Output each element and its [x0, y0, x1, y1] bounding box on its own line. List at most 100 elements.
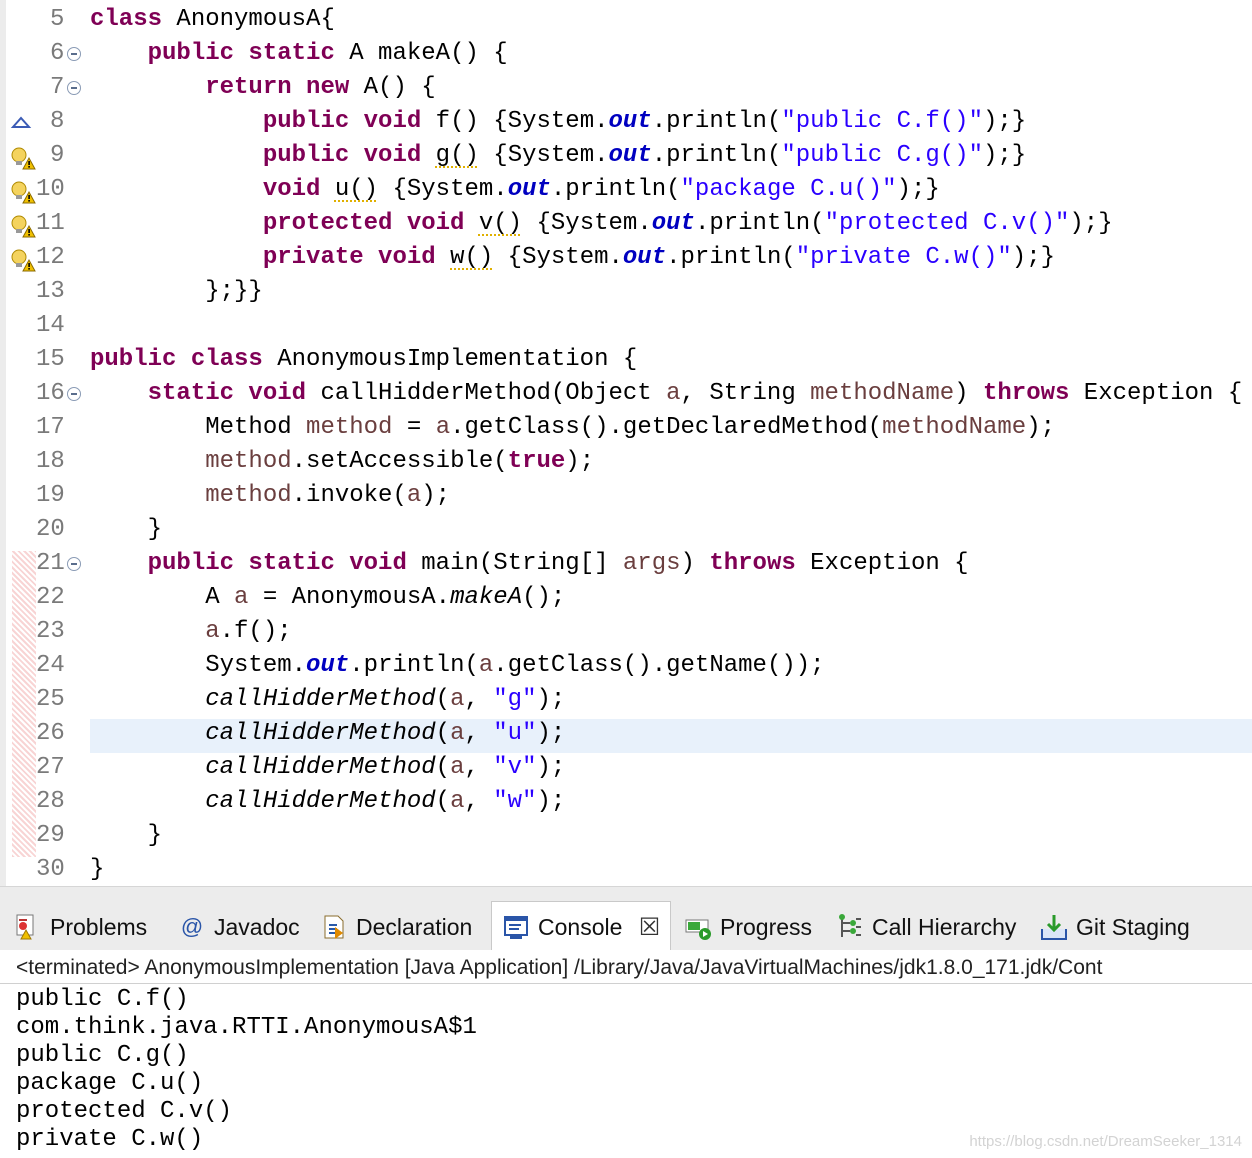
code-text[interactable]: a.f(); — [205, 618, 292, 645]
code-line[interactable]: 12 private void w() {System.out.println(… — [0, 241, 1252, 275]
code-text[interactable]: return new A() { — [205, 74, 436, 101]
console-line: private C.w() — [16, 1126, 204, 1153]
console-output[interactable]: public C.f() com.think.java.RTTI.Anonymo… — [0, 985, 1252, 1158]
line-number: 28 — [36, 788, 65, 815]
error-marker-strip — [12, 551, 36, 857]
tab-label: Progress — [720, 914, 813, 940]
tab-problems[interactable]: Problems — [14, 907, 147, 947]
code-text[interactable]: callHidderMethod(a, "u"); — [205, 720, 566, 747]
code-line[interactable]: 7 return new A() { — [0, 71, 1252, 105]
code-line[interactable]: 21 public static void main(String[] args… — [0, 547, 1252, 581]
close-icon[interactable]: ☒ — [638, 914, 661, 941]
code-text[interactable]: callHidderMethod(a, "w"); — [205, 788, 566, 815]
tab-git-staging[interactable]: Git Staging — [1040, 907, 1190, 947]
warning-bulb-icon[interactable] — [10, 180, 36, 204]
code-line[interactable]: 9 public void g() {System.out.println("p… — [0, 139, 1252, 173]
code-text[interactable]: } — [90, 516, 163, 543]
line-number: 9 — [50, 142, 65, 169]
code-line[interactable]: 6 public static A makeA() { — [0, 37, 1252, 71]
git-staging-icon — [1041, 914, 1067, 940]
tab-progress[interactable]: Progress — [684, 907, 812, 947]
tab-label: Console — [538, 914, 623, 940]
code-line[interactable]: 30} — [0, 853, 1252, 886]
call-hierarchy-icon — [839, 913, 861, 937]
fold-collapse-icon[interactable] — [67, 81, 81, 95]
fold-collapse-icon[interactable] — [67, 387, 81, 401]
declaration-icon — [324, 915, 344, 939]
console-line: public C.g() — [16, 1042, 189, 1069]
line-number: 13 — [36, 278, 65, 305]
code-line[interactable]: 23 a.f(); — [0, 615, 1252, 649]
code-text[interactable]: void u() {System.out.println("package C.… — [262, 176, 940, 203]
code-text[interactable]: protected void v() {System.out.println("… — [262, 210, 1113, 237]
editor-left-edge — [0, 0, 6, 886]
code-text[interactable]: class AnonymousA{ — [90, 6, 335, 33]
console-line: public C.f() — [16, 986, 189, 1013]
tab-label: Call Hierarchy — [872, 914, 1017, 940]
code-line[interactable]: 20 } — [0, 513, 1252, 547]
console-icon — [504, 915, 528, 939]
code-text[interactable]: callHidderMethod(a, "g"); — [205, 686, 566, 713]
line-number: 16 — [36, 380, 65, 407]
tab-declaration[interactable]: Declaration — [320, 907, 472, 947]
code-line[interactable]: 27 callHidderMethod(a, "v"); — [0, 751, 1252, 785]
code-line[interactable]: 8 public void f() {System.out.println("p… — [0, 105, 1252, 139]
console-line: com.think.java.RTTI.AnonymousA$1 — [16, 1014, 477, 1041]
warning-bulb-icon[interactable] — [10, 248, 36, 272]
code-line[interactable]: 25 callHidderMethod(a, "g"); — [0, 683, 1252, 717]
code-text[interactable]: callHidderMethod(a, "v"); — [205, 754, 566, 781]
code-line[interactable]: 14 — [0, 309, 1252, 343]
line-number: 17 — [36, 414, 65, 441]
bottom-view-tab-bar: Problems @Javadoc Declaration Console ☒ … — [0, 886, 1252, 952]
console-status-line: <terminated> AnonymousImplementation [Ja… — [0, 950, 1252, 984]
code-text[interactable]: Method method = a.getClass().getDeclared… — [90, 414, 1056, 441]
code-text[interactable]: public static void main(String[] args) t… — [147, 550, 969, 577]
line-number: 27 — [36, 754, 65, 781]
code-text[interactable]: public class AnonymousImplementation { — [90, 346, 638, 373]
code-line[interactable]: 18 method.setAccessible(true); — [0, 445, 1252, 479]
code-text[interactable]: static void callHidderMethod(Object a, S… — [147, 380, 1243, 407]
code-text[interactable]: A a = AnonymousA.makeA(); — [90, 584, 566, 611]
code-text[interactable]: public void f() {System.out.println("pub… — [262, 108, 1027, 135]
line-number: 19 — [36, 482, 65, 509]
line-number: 5 — [50, 6, 65, 33]
code-text[interactable]: } — [90, 856, 105, 883]
code-line[interactable]: 11 protected void v() {System.out.printl… — [0, 207, 1252, 241]
tab-console[interactable]: Console ☒ — [491, 901, 672, 952]
code-line[interactable]: 17 Method method = a.getClass().getDecla… — [0, 411, 1252, 445]
fold-collapse-icon[interactable] — [67, 557, 81, 571]
tab-label: Git Staging — [1076, 914, 1190, 940]
line-number: 21 — [36, 550, 65, 577]
code-editor[interactable]: 5 class AnonymousA{ 6 public static A make… — [0, 0, 1252, 886]
code-text[interactable]: private void w() {System.out.println("pr… — [262, 244, 1056, 271]
code-line[interactable]: 10 void u() {System.out.println("package… — [0, 173, 1252, 207]
tab-javadoc[interactable]: @Javadoc — [178, 907, 300, 947]
code-line[interactable]: 24 System.out.println(a.getClass().getNa… — [0, 649, 1252, 683]
code-line[interactable]: 26 callHidderMethod(a, "u"); — [0, 717, 1252, 751]
override-triangle-icon[interactable] — [10, 115, 34, 137]
code-line[interactable]: 19 method.invoke(a); — [0, 479, 1252, 513]
code-line[interactable]: 29 } — [0, 819, 1252, 853]
code-text[interactable]: System.out.println(a.getClass().getName(… — [90, 652, 825, 679]
javadoc-at-icon: @ — [180, 913, 204, 939]
code-line[interactable]: 16 static void callHidderMethod(Object a… — [0, 377, 1252, 411]
code-line[interactable]: 28 callHidderMethod(a, "w"); — [0, 785, 1252, 819]
warning-bulb-icon[interactable] — [10, 146, 36, 170]
code-text[interactable]: public void g() {System.out.println("pub… — [262, 142, 1027, 169]
code-text[interactable]: } — [90, 822, 163, 849]
line-number: 10 — [36, 176, 65, 203]
tab-call-hierarchy[interactable]: Call Hierarchy — [836, 907, 1016, 947]
line-number: 18 — [36, 448, 65, 475]
line-number: 6 — [50, 40, 65, 67]
code-line[interactable]: 5 class AnonymousA{ — [0, 3, 1252, 37]
code-text[interactable]: };}} — [90, 278, 263, 305]
code-line[interactable]: 22 A a = AnonymousA.makeA(); — [0, 581, 1252, 615]
code-text[interactable]: method.setAccessible(true); — [205, 448, 595, 475]
code-text[interactable]: public static A makeA() { — [147, 40, 508, 67]
code-text[interactable]: method.invoke(a); — [205, 482, 451, 509]
current-line-highlight — [90, 719, 1252, 753]
fold-collapse-icon[interactable] — [67, 47, 81, 61]
code-line[interactable]: 13 };}} — [0, 275, 1252, 309]
warning-bulb-icon[interactable] — [10, 214, 36, 238]
